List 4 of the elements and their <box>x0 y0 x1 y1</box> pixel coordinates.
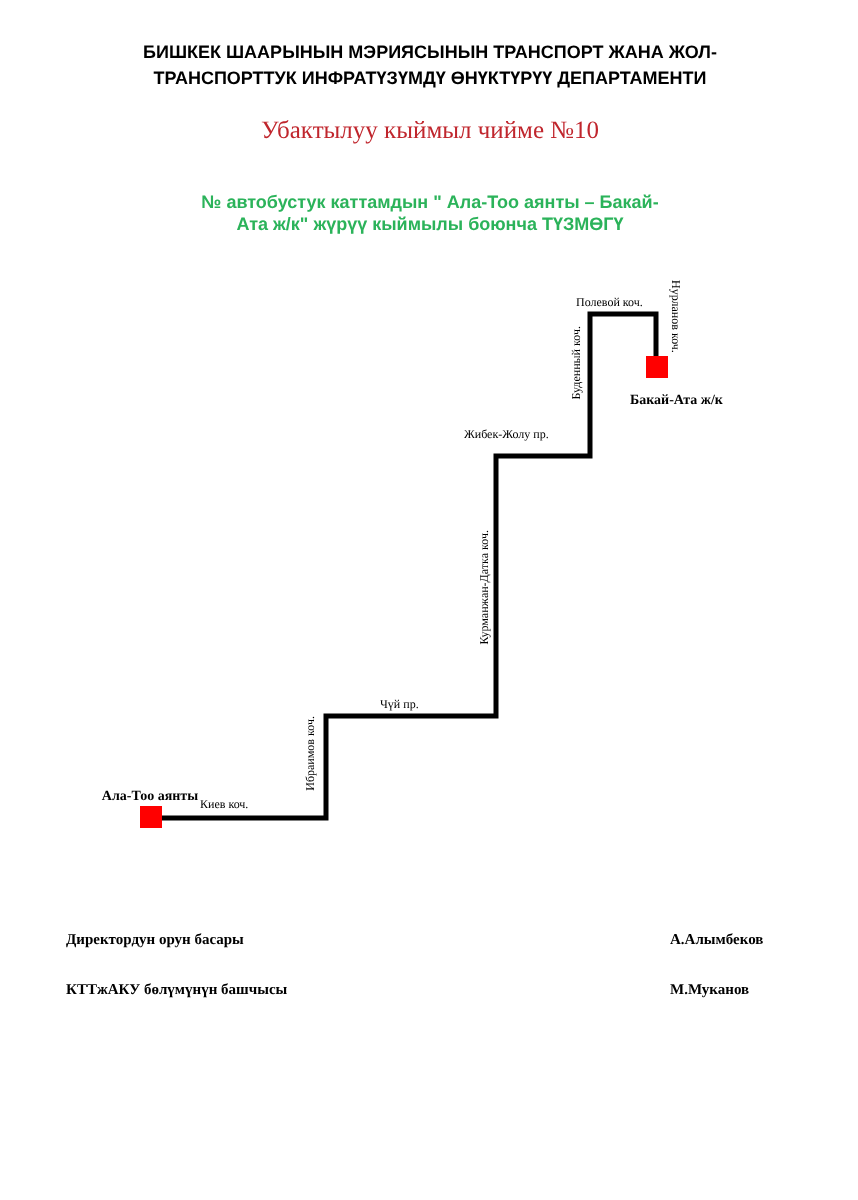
bus-route-line <box>161 311 659 821</box>
drawing-title: Убактылуу кыймыл чийме №10 <box>258 116 602 146</box>
header-title: БИШКЕК ШААРЫНЫН МЭРИЯСЫНЫН ТРАНСПОРТ ЖАНА ЖОЛ-ТРАНСПОРТТУК ИНФРАТҮЗҮМДҮ ӨНҮКТҮРҮҮ ДЕПАРТАМЕНТИ <box>141 40 719 92</box>
route-subtitle: № автобустук каттамдын " Ала-Тоо аянты – Бакай-Ата ж/к" жүрүү кыймылы боюнча ТҮЗМӨГҮ <box>199 192 661 236</box>
